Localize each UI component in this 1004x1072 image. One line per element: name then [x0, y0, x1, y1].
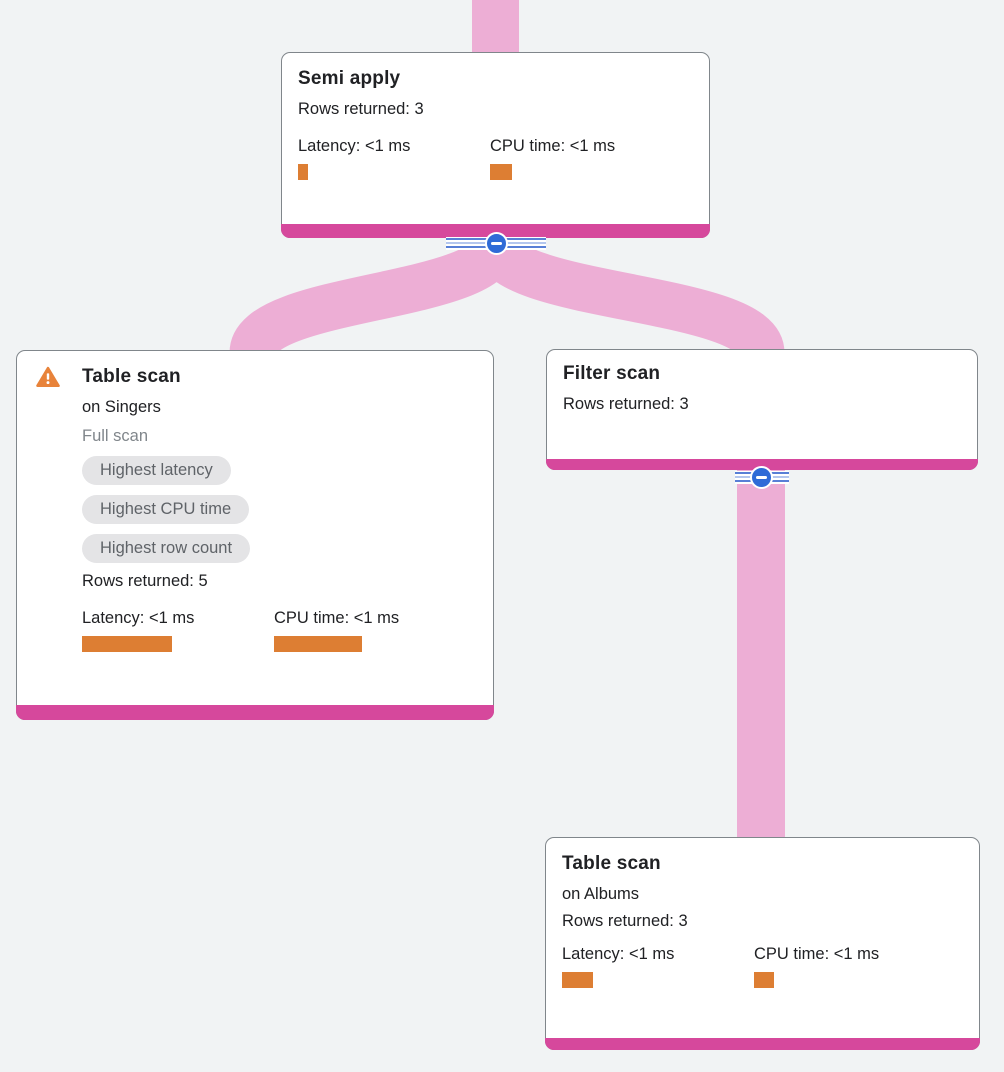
edge-semi-apply-to-filter-scan [472, 236, 785, 359]
latency-label: Latency: <1 ms [562, 945, 675, 963]
cpu-time-bar [274, 636, 362, 652]
node-title: Semi apply [298, 68, 401, 89]
cpu-time-bar [490, 164, 512, 180]
scan-target: on Albums [562, 885, 640, 903]
node-title: Table scan [562, 853, 661, 874]
badge-highest-latency: Highest latency [82, 456, 231, 485]
node-filter-scan[interactable]: Filter scan Rows returned: 3 [546, 349, 978, 470]
rows-returned: Rows returned: 5 [82, 572, 208, 590]
node-semi-apply[interactable]: Semi apply Rows returned: 3 Latency: <1 … [281, 52, 710, 238]
collapse-button-filter-scan[interactable] [750, 466, 773, 489]
rows-returned: Rows returned: 3 [298, 100, 424, 118]
node-table-scan-albums[interactable]: Table scan on Albums Rows returned: 3 La… [545, 837, 980, 1050]
warning-icon [36, 366, 60, 387]
minus-icon [491, 242, 502, 245]
scan-target: on Singers [82, 398, 161, 416]
latency-label: Latency: <1 ms [298, 137, 411, 155]
rows-returned: Rows returned: 3 [562, 912, 688, 930]
node-accent-bar [281, 224, 710, 238]
cpu-time-label: CPU time: <1 ms [274, 609, 400, 627]
edge-root-to-semi-apply [472, 0, 519, 56]
edge-filter-scan-to-table-scan-albums [737, 468, 785, 838]
badge-highest-cpu-time: Highest CPU time [82, 495, 250, 524]
edge-semi-apply-to-table-scan-singers [229, 236, 520, 359]
node-accent-bar [16, 705, 494, 720]
cpu-time-label: CPU time: <1 ms [490, 137, 616, 155]
latency-bar [562, 972, 593, 988]
rows-returned: Rows returned: 3 [563, 395, 689, 413]
node-table-scan-singers[interactable]: Table scan on Singers Full scan Highest … [16, 350, 494, 720]
latency-bar [298, 164, 308, 180]
cpu-time-label: CPU time: <1 ms [754, 945, 880, 963]
node-title: Filter scan [563, 363, 661, 384]
latency-bar [82, 636, 172, 652]
cpu-time-bar [754, 972, 774, 988]
collapse-button-semi-apply[interactable] [485, 232, 508, 255]
scan-type: Full scan [82, 427, 149, 445]
node-accent-bar [546, 459, 978, 470]
minus-icon [756, 476, 767, 479]
node-accent-bar [545, 1038, 980, 1050]
latency-label: Latency: <1 ms [82, 609, 195, 627]
badge-highest-row-count: Highest row count [82, 534, 251, 563]
node-title: Table scan [82, 366, 181, 387]
